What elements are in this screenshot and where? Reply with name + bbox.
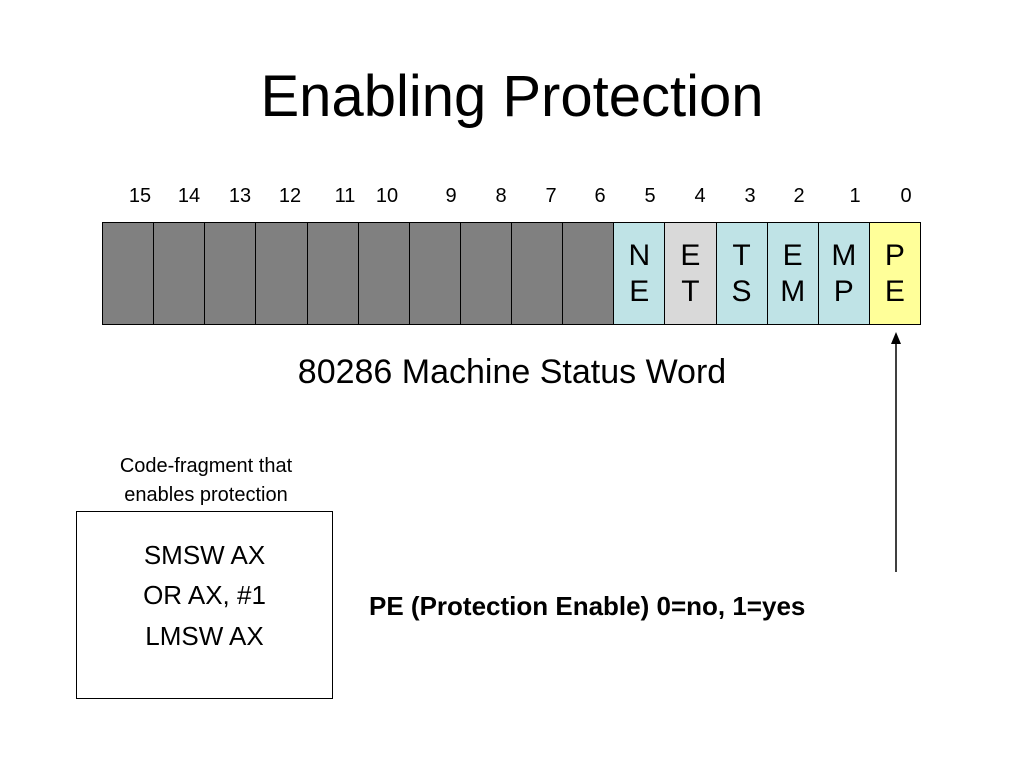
bit-cell-ne: N E <box>614 223 666 325</box>
bit-cell-10 <box>358 223 410 325</box>
bit-cell-14 <box>154 223 206 325</box>
bit-cell-ts: T S <box>716 223 768 325</box>
bit-cell-12 <box>256 223 308 325</box>
bit-cell-7 <box>512 223 564 325</box>
bit-number-1: 1 <box>849 185 861 207</box>
bit-cell-pe: P E <box>869 223 921 325</box>
bit-cell-11 <box>307 223 359 325</box>
code-fragment-caption: Code-fragment that enables protection <box>119 455 293 506</box>
pe-description: PE (Protection Enable) 0=no, 1=yes <box>369 591 806 621</box>
bit-cell-9 <box>409 223 461 325</box>
bit-cell-6 <box>563 223 615 325</box>
code-line-lmsw: LMSW AX <box>145 621 264 651</box>
bit-number-11: 11 <box>334 185 356 207</box>
bit-cell-et: E T <box>665 223 717 325</box>
bit-number-15: 15 <box>128 185 152 207</box>
bit-cell-13 <box>205 223 257 325</box>
bit-number-0: 0 <box>900 185 912 207</box>
bit-number-13: 13 <box>228 185 252 207</box>
machine-status-word-register: N E E T T S E M M P P E <box>102 222 921 325</box>
bit-cell-8 <box>460 223 512 325</box>
bit-number-5: 5 <box>644 185 656 207</box>
bit-number-10: 10 <box>375 185 399 207</box>
bit-number-3: 3 <box>744 185 756 207</box>
bit-number-4: 4 <box>694 185 706 207</box>
bit-cell-mp: M P <box>818 223 870 325</box>
code-line-or: OR AX, #1 <box>143 580 266 610</box>
code-line-smsw: SMSW AX <box>143 540 266 570</box>
bit-number-12: 12 <box>278 185 302 207</box>
code-fragment-box: SMSW AX OR AX, #1 LMSW AX <box>76 511 333 699</box>
bit-number-14: 14 <box>177 185 201 207</box>
bit-cell-em: E M <box>767 223 819 325</box>
bit-number-8: 8 <box>495 185 507 207</box>
bit-cell-15 <box>103 223 155 325</box>
register-label: 80286 Machine Status Word <box>297 353 727 391</box>
bit-number-6: 6 <box>594 185 606 207</box>
slide-title: Enabling Protection <box>260 64 764 129</box>
bit-number-7: 7 <box>545 185 557 207</box>
bit-number-2: 2 <box>793 185 805 207</box>
bit-number-9: 9 <box>445 185 457 207</box>
